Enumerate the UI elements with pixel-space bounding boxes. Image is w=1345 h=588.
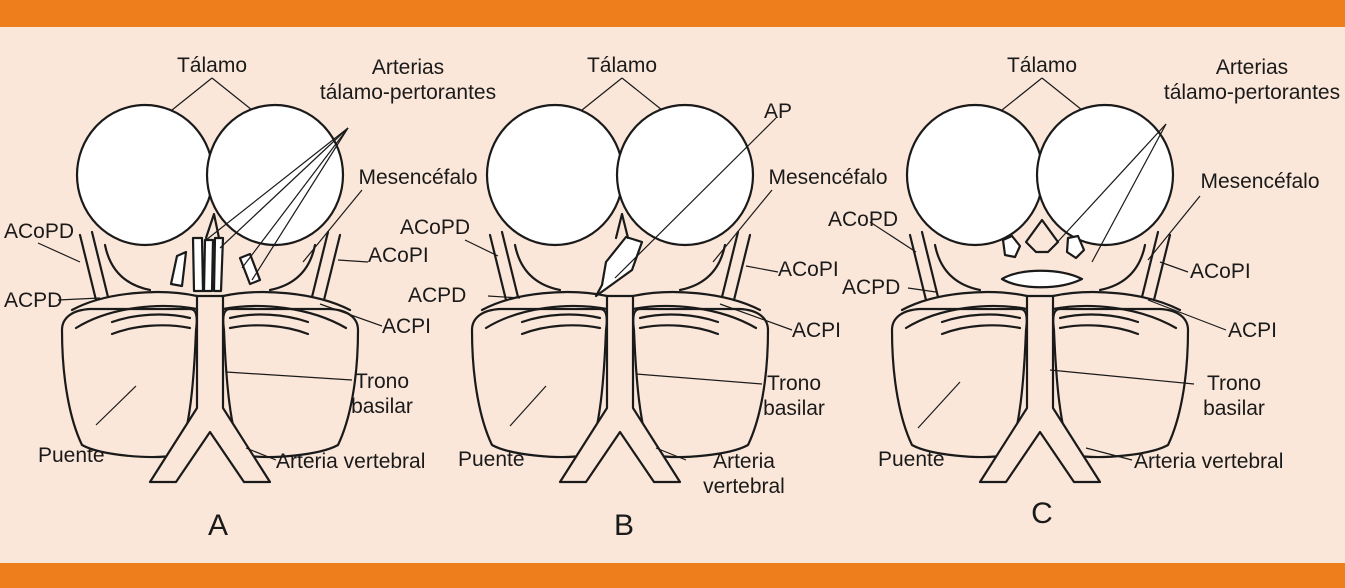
panel-b-label-arteria: Arteria: [713, 450, 775, 473]
panel-a-label-mesencefalo: Mesencéfalo: [358, 166, 477, 189]
panel-a-label-arterias: Arterias: [372, 56, 444, 79]
panel-b-label-vertebral: vertebral: [703, 475, 785, 498]
panel-a-label-arteria-vertebral: Arteria vertebral: [276, 450, 425, 473]
panel-c: Tálamo Arterias tálamo-pertorantes Mesen…: [828, 54, 1340, 530]
panel-b-label-talamo: Tálamo: [587, 54, 657, 77]
panel-a-label-acopi: ACoPI: [368, 244, 429, 267]
panel-b-label-basilar: basilar: [763, 397, 825, 420]
panel-c-label-trono: Trono: [1207, 372, 1261, 395]
panel-c-label-mesencefalo: Mesencéfalo: [1200, 170, 1319, 193]
panel-b-label-acpi: ACPI: [792, 319, 841, 342]
panel-b-label-acpd: ACPD: [408, 284, 466, 307]
panel-c-label-acpd: ACPD: [842, 276, 900, 299]
panel-b-label-acopi: ACoPI: [778, 258, 839, 281]
panel-a-label-basilar: basilar: [351, 395, 413, 418]
panel-a-label-acopd: ACoPD: [4, 220, 74, 243]
panel-c-label-arterias: Arterias: [1216, 56, 1288, 79]
panel-c-label-basilar: basilar: [1203, 397, 1265, 420]
panel-c-label-acpi: ACPI: [1228, 319, 1277, 342]
panel-c-label-puente: Puente: [878, 448, 945, 471]
panel-a-label-acpd: ACPD: [4, 289, 62, 312]
panel-a: Tálamo Arterias tálamo-pertorantes Mesen…: [4, 54, 496, 542]
panel-a-label-talamo: Tálamo: [177, 54, 247, 77]
panel-c-label-talamo: Tálamo: [1007, 54, 1077, 77]
panel-a-label-puente: Puente: [38, 444, 105, 467]
panel-b-label-acopd: ACoPD: [400, 216, 470, 239]
panel-b-label-mesencefalo: Mesencéfalo: [768, 166, 887, 189]
panel-c-label-acopd: ACoPD: [828, 208, 898, 231]
panel-c-label-talamo-pertorantes: tálamo-pertorantes: [1164, 81, 1340, 104]
panel-a-label-talamo-pertorantes: tálamo-pertorantes: [320, 81, 496, 104]
panel-c-label-arteria-vertebral: Arteria vertebral: [1134, 450, 1283, 473]
panel-c-leader-lines: [869, 77, 1227, 461]
panel-c-label-acopi: ACoPI: [1190, 260, 1251, 283]
panel-b: Tálamo AP Mesencéfalo ACoPD ACoPI ACPD A…: [400, 54, 888, 542]
panel-a-label-trono: Trono: [355, 370, 409, 393]
panel-b-label-ap: AP: [764, 100, 792, 123]
panel-a-leader-lines: [37, 77, 383, 461]
panel-b-letter: B: [614, 509, 634, 542]
panel-a-label-acpi: ACPI: [382, 315, 431, 338]
top-band: [0, 0, 1345, 27]
panel-c-letter: C: [1031, 497, 1053, 530]
bottom-band: [0, 563, 1345, 588]
panel-b-label-puente: Puente: [458, 448, 525, 471]
panel-b-leader-lines: [464, 77, 793, 461]
panel-a-letter: A: [208, 509, 228, 542]
panel-b-label-trono: Trono: [767, 372, 821, 395]
